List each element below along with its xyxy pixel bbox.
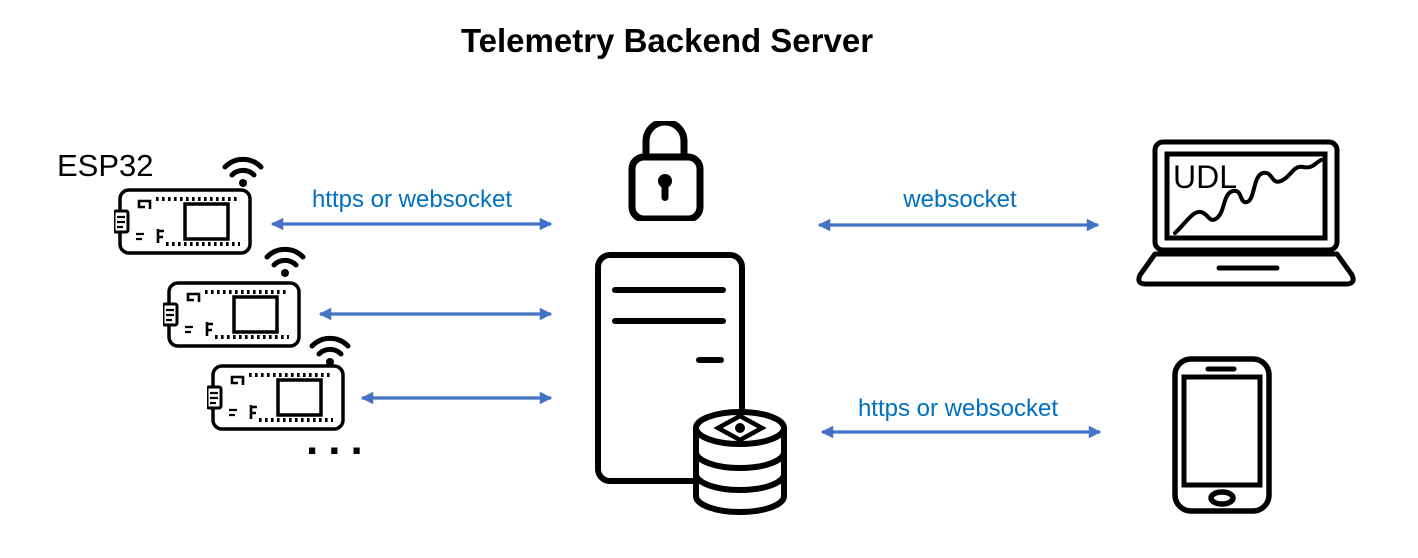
laptop-screen-text: UDL (1173, 159, 1237, 195)
esp32-board-icon-2 (163, 280, 303, 350)
lock-icon (628, 121, 704, 221)
wifi-icon-1 (219, 148, 267, 188)
more-devices-ellipsis: ... (306, 415, 373, 464)
page-title: Telemetry Backend Server (460, 22, 874, 59)
database-icon (693, 409, 787, 515)
wifi-icon-3 (306, 327, 354, 367)
esp32-label: ESP32 (57, 148, 154, 183)
esp32-board-icon-1 (114, 187, 254, 257)
laptop-icon: UDL (1136, 139, 1356, 287)
wifi-icon-2 (261, 238, 309, 278)
laptop-chart-line (1173, 158, 1323, 235)
connection-label-server-laptop: websocket (903, 186, 1017, 213)
smartphone-icon (1172, 356, 1272, 514)
connection-label-esp32-1-server: https or websocket (311, 186, 513, 213)
connection-label-server-phone: https or websocket (857, 395, 1059, 422)
